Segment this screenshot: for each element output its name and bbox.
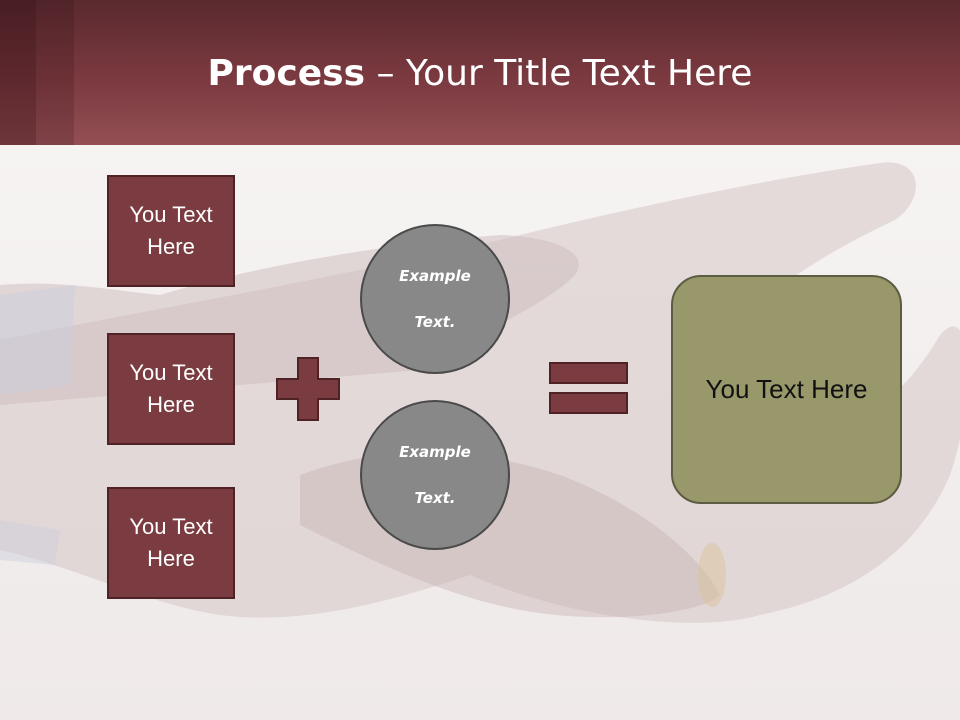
- title-bold: Process: [207, 53, 366, 94]
- header-accent-band: [0, 0, 36, 145]
- title-rest: – Your Title Text Here: [365, 53, 753, 94]
- circle-text: Text.: [414, 488, 456, 507]
- title-bar: Process – Your Title Text Here: [0, 0, 960, 145]
- input-box-label: You Text: [129, 360, 213, 385]
- circle-text: Text.: [414, 312, 456, 331]
- slide-title: Process – Your Title Text Here: [0, 52, 960, 96]
- input-box-label: You Text: [129, 514, 213, 539]
- circle-text: Example: [399, 442, 471, 461]
- circle-text: Example: [399, 266, 471, 285]
- result-label: You Text Here: [705, 374, 868, 404]
- plus-icon: [276, 357, 340, 421]
- input-box-label: Here: [147, 392, 195, 417]
- equals-icon: [549, 362, 628, 414]
- result-box: You Text Here: [671, 275, 902, 504]
- input-box-label: Here: [147, 546, 195, 571]
- input-box-label: Here: [147, 234, 195, 259]
- input-box-label: You Text: [129, 202, 213, 227]
- header-accent-band: [36, 0, 74, 145]
